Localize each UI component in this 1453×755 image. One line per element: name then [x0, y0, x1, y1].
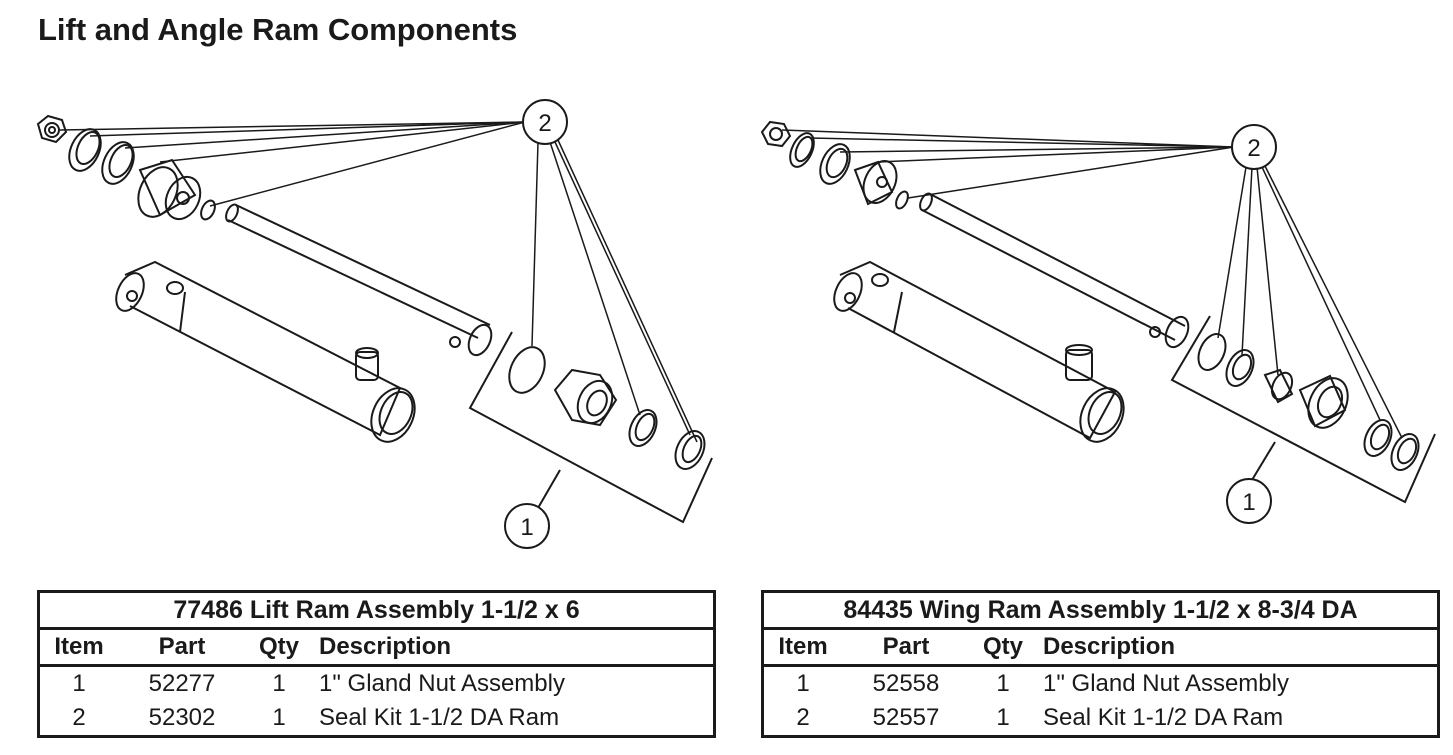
cell-part: 52558 [872, 670, 940, 697]
wing-ram-parts-table: 84435 Wing Ram Assembly 1-1/2 x 8-3/4 DA… [761, 590, 1440, 738]
cell-part: 52277 [148, 670, 216, 697]
callout-2-circle [522, 99, 568, 145]
callout-1-label: 1 [1242, 489, 1255, 516]
callout-2-label: 2 [538, 110, 551, 137]
assembly-bracket [468, 331, 713, 524]
table-title: 77486 Lift Ram Assembly 1-1/2 x 6 [38, 591, 715, 630]
header-item: Item [38, 628, 118, 667]
rod-part [225, 203, 493, 357]
wiper-ring [68, 128, 102, 172]
gland-seal [1225, 349, 1255, 387]
cell-qty: 1 [996, 704, 1010, 731]
lift-ram-parts-table: 77486 Lift Ram Assembly 1-1/2 x 6 Item P… [37, 590, 716, 738]
barrel-part [833, 260, 1125, 443]
gland-seal-2 [1363, 419, 1393, 457]
callout-2-label: 2 [1247, 135, 1260, 162]
cell-description: 1" Gland Nut Assembly [1043, 670, 1289, 697]
cell-part: 52302 [148, 704, 216, 731]
cell-item: 1 [72, 670, 86, 697]
table-row: 2 52557 1 Seal Kit 1-1/2 DA Ram [763, 701, 1439, 737]
seal-ring [819, 143, 851, 185]
header-qty: Qty [246, 628, 312, 667]
callout-1-label: 1 [520, 514, 533, 541]
header-item: Item [762, 628, 842, 667]
nut-part [760, 120, 792, 148]
wiper-ring [789, 132, 815, 168]
page-title: Lift and Angle Ram Components [38, 12, 518, 47]
table-row: 1 52277 1 1" Gland Nut Assembly [39, 666, 715, 702]
header-part: Part [118, 628, 246, 667]
callout-2-circle [1231, 124, 1277, 170]
gland-wiper [1390, 433, 1420, 471]
cell-qty: 1 [996, 670, 1010, 697]
wing-ram-exploded-diagram: 2 1 [730, 70, 1450, 550]
callout-1-circle [504, 503, 550, 549]
o-ring [200, 199, 216, 221]
cell-description: 1" Gland Nut Assembly [319, 670, 565, 697]
cell-description: Seal Kit 1-1/2 DA Ram [319, 704, 560, 731]
table-row: 2 52302 1 Seal Kit 1-1/2 DA Ram [39, 701, 715, 737]
gland-wiper [674, 430, 706, 470]
piston-part [137, 158, 202, 221]
cell-item: 1 [796, 670, 810, 697]
gland-nut-part [553, 368, 618, 427]
cell-item: 2 [72, 704, 86, 731]
lift-ram-exploded-diagram: 2 1 [0, 70, 720, 550]
header-description: Description [312, 628, 715, 667]
header-description: Description [1036, 628, 1439, 667]
cell-item: 2 [796, 704, 810, 731]
gland-o-ring [1197, 333, 1227, 371]
gland-bushing-part [1263, 368, 1294, 404]
assembly-bracket [1170, 315, 1436, 504]
cell-description: Seal Kit 1-1/2 DA Ram [1043, 704, 1284, 731]
gland-o-ring [508, 346, 546, 394]
callout-1-circle [1226, 478, 1272, 524]
cell-qty: 1 [272, 704, 286, 731]
barrel-part [115, 260, 416, 443]
leader-lines [59, 121, 698, 443]
leader-lines [781, 129, 1403, 439]
cell-part: 52557 [872, 704, 940, 731]
cell-qty: 1 [272, 670, 286, 697]
table-title: 84435 Wing Ram Assembly 1-1/2 x 8-3/4 DA [762, 591, 1439, 630]
header-qty: Qty [970, 628, 1036, 667]
header-part: Part [842, 628, 970, 667]
nut-part [36, 114, 68, 144]
rod-part [919, 192, 1190, 349]
gland-seal [628, 409, 658, 447]
seal-ring [101, 141, 135, 185]
o-ring [895, 190, 909, 210]
gland-nut-part [1298, 374, 1349, 429]
piston-part [853, 160, 898, 206]
table-row: 1 52558 1 1" Gland Nut Assembly [763, 666, 1439, 702]
